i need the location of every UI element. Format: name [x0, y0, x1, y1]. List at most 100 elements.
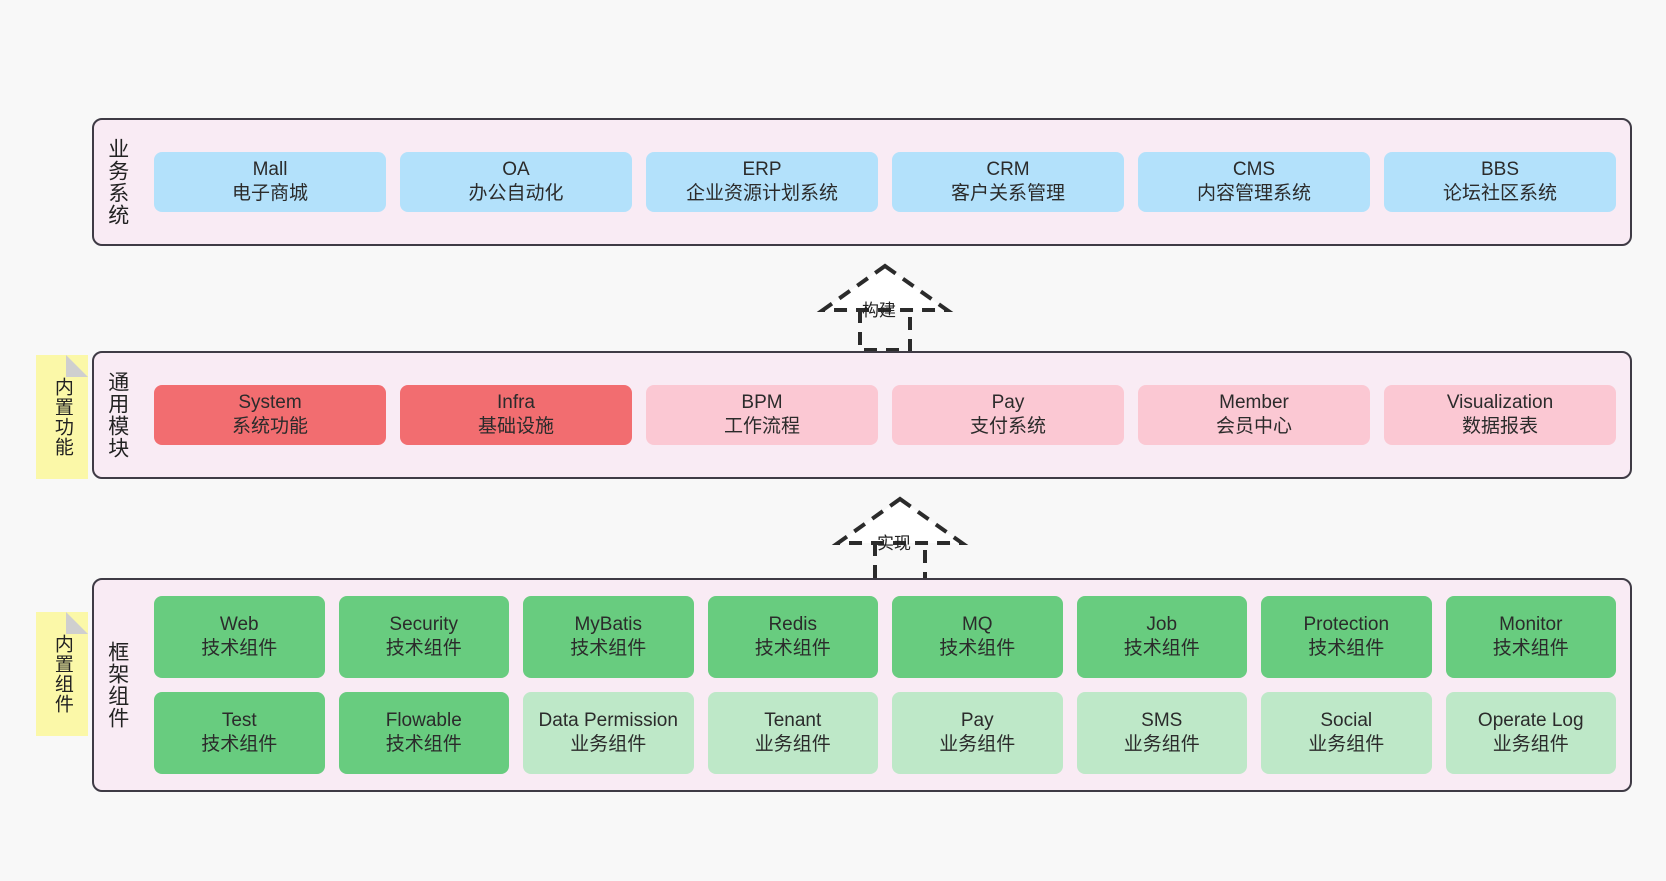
card-name: Tenant [764, 710, 822, 732]
card-desc: 办公自动化 [468, 183, 564, 204]
card-desc: 技术组件 [754, 638, 831, 659]
framework-card-tenant[interactable]: Tenant 业务组件 [707, 692, 878, 774]
note-builtin-component-label: 内置组件 [51, 634, 73, 714]
framework-card-redis[interactable]: Redis 技术组件 [707, 596, 878, 678]
framework-card-sms[interactable]: SMS 业务组件 [1076, 692, 1247, 774]
framework-card-operate-log[interactable]: Operate Log 业务组件 [1445, 692, 1616, 774]
card-name: OA [502, 159, 530, 181]
card-desc: 会员中心 [1215, 416, 1292, 437]
layer-framework-component-body: Web 技术组件 Security 技术组件 MyBatis 技术组件 Redi… [140, 580, 1630, 790]
card-name: BBS [1480, 159, 1520, 181]
card-name: MyBatis [574, 614, 643, 636]
layer-framework-component-title: 框架组件 [105, 641, 129, 729]
business-card-crm[interactable]: CRM 客户关系管理 [892, 152, 1124, 212]
note-builtin-component: 内置组件 [36, 612, 88, 736]
card-desc: 技术组件 [385, 638, 462, 659]
connector-implement-label: 实现 [877, 534, 911, 553]
card-desc: 论坛社区系统 [1442, 183, 1557, 204]
common-card-visualization[interactable]: Visualization 数据报表 [1384, 385, 1616, 445]
business-card-bbs[interactable]: BBS 论坛社区系统 [1384, 152, 1616, 212]
card-desc: 系统功能 [231, 416, 308, 437]
business-system-row: Mall 电子商城 OA 办公自动化 ERP 企业资源计划系统 CRM 客户关系… [154, 152, 1616, 212]
layer-business-system-title: 业务系统 [105, 138, 129, 226]
framework-card-security[interactable]: Security 技术组件 [338, 596, 509, 678]
common-card-pay[interactable]: Pay 支付系统 [892, 385, 1124, 445]
card-desc: 技术组件 [570, 638, 647, 659]
common-module-row: System 系统功能 Infra 基础设施 BPM 工作流程 Pay 支付系统… [154, 385, 1616, 445]
layer-framework-component: 框架组件 Web 技术组件 Security 技术组件 MyBatis 技术组件… [92, 578, 1632, 792]
card-desc: 技术组件 [1492, 638, 1569, 659]
card-name: Redis [768, 614, 818, 636]
framework-card-mybatis[interactable]: MyBatis 技术组件 [523, 596, 694, 678]
connector-stem [858, 310, 912, 352]
card-name: Monitor [1499, 614, 1563, 636]
connector-build: 构建 [805, 262, 965, 354]
card-name: Protection [1303, 614, 1390, 636]
card-name: Social [1320, 710, 1373, 732]
framework-card-mq[interactable]: MQ 技术组件 [892, 596, 1063, 678]
card-name: CMS [1232, 159, 1276, 181]
framework-card-data-permission[interactable]: Data Permission 业务组件 [523, 692, 694, 774]
connector-implement: 实现 [820, 495, 980, 587]
common-card-member[interactable]: Member 会员中心 [1138, 385, 1370, 445]
card-desc: 技术组件 [939, 638, 1016, 659]
business-card-oa[interactable]: OA 办公自动化 [400, 152, 632, 212]
card-desc: 支付系统 [969, 416, 1046, 437]
card-name: MQ [961, 614, 993, 636]
framework-card-monitor[interactable]: Monitor 技术组件 [1445, 596, 1616, 678]
common-card-infra[interactable]: Infra 基础设施 [400, 385, 632, 445]
card-name: Data Permission [538, 710, 678, 732]
framework-card-flowable[interactable]: Flowable 技术组件 [338, 692, 509, 774]
framework-card-protection[interactable]: Protection 技术组件 [1261, 596, 1432, 678]
card-desc: 企业资源计划系统 [685, 183, 838, 204]
connector-build-label: 构建 [862, 301, 896, 320]
layer-common-module: 通用模块 System 系统功能 Infra 基础设施 BPM 工作流程 Pay… [92, 351, 1632, 479]
card-name: Visualization [1446, 392, 1554, 414]
card-name: Member [1219, 392, 1289, 414]
business-card-mall[interactable]: Mall 电子商城 [154, 152, 386, 212]
card-desc: 技术组件 [385, 734, 462, 755]
layer-common-module-title: 通用模块 [105, 371, 129, 459]
note-fold-corner-icon [66, 355, 88, 377]
card-desc: 工作流程 [723, 416, 800, 437]
framework-row-1: Web 技术组件 Security 技术组件 MyBatis 技术组件 Redi… [154, 596, 1616, 678]
card-desc: 客户关系管理 [950, 183, 1065, 204]
card-desc: 技术组件 [201, 734, 278, 755]
card-name: Flowable [385, 710, 462, 732]
common-card-bpm[interactable]: BPM 工作流程 [646, 385, 878, 445]
layer-business-system-body: Mall 电子商城 OA 办公自动化 ERP 企业资源计划系统 CRM 客户关系… [140, 120, 1630, 244]
uml-hollow-triangle-icon [831, 496, 969, 545]
card-desc: 内容管理系统 [1196, 183, 1311, 204]
card-desc: 业务组件 [570, 734, 647, 755]
card-name: Job [1146, 614, 1178, 636]
uml-hollow-triangle-icon [816, 263, 954, 312]
card-name: Test [221, 710, 257, 732]
card-desc: 业务组件 [754, 734, 831, 755]
card-name: Operate Log [1477, 710, 1584, 732]
framework-card-social[interactable]: Social 业务组件 [1261, 692, 1432, 774]
card-name: Security [389, 614, 459, 636]
business-card-erp[interactable]: ERP 企业资源计划系统 [646, 152, 878, 212]
card-name: ERP [742, 159, 782, 181]
framework-card-test[interactable]: Test 技术组件 [154, 692, 325, 774]
business-card-cms[interactable]: CMS 内容管理系统 [1138, 152, 1370, 212]
card-name: Pay [960, 710, 994, 732]
card-desc: 技术组件 [201, 638, 278, 659]
card-desc: 业务组件 [939, 734, 1016, 755]
framework-card-web[interactable]: Web 技术组件 [154, 596, 325, 678]
card-desc: 业务组件 [1123, 734, 1200, 755]
common-card-system[interactable]: System 系统功能 [154, 385, 386, 445]
card-desc: 基础设施 [477, 416, 554, 437]
framework-row-2: Test 技术组件 Flowable 技术组件 Data Permission … [154, 692, 1616, 774]
card-name: Pay [991, 392, 1025, 414]
card-desc: 数据报表 [1461, 416, 1538, 437]
card-desc: 业务组件 [1492, 734, 1569, 755]
framework-card-job[interactable]: Job 技术组件 [1076, 596, 1247, 678]
connector-stem [873, 543, 927, 585]
layer-common-module-body: System 系统功能 Infra 基础设施 BPM 工作流程 Pay 支付系统… [140, 353, 1630, 477]
card-desc: 电子商城 [231, 183, 308, 204]
note-builtin-function-label: 内置功能 [51, 377, 73, 457]
framework-card-pay[interactable]: Pay 业务组件 [892, 692, 1063, 774]
card-desc: 技术组件 [1308, 638, 1385, 659]
